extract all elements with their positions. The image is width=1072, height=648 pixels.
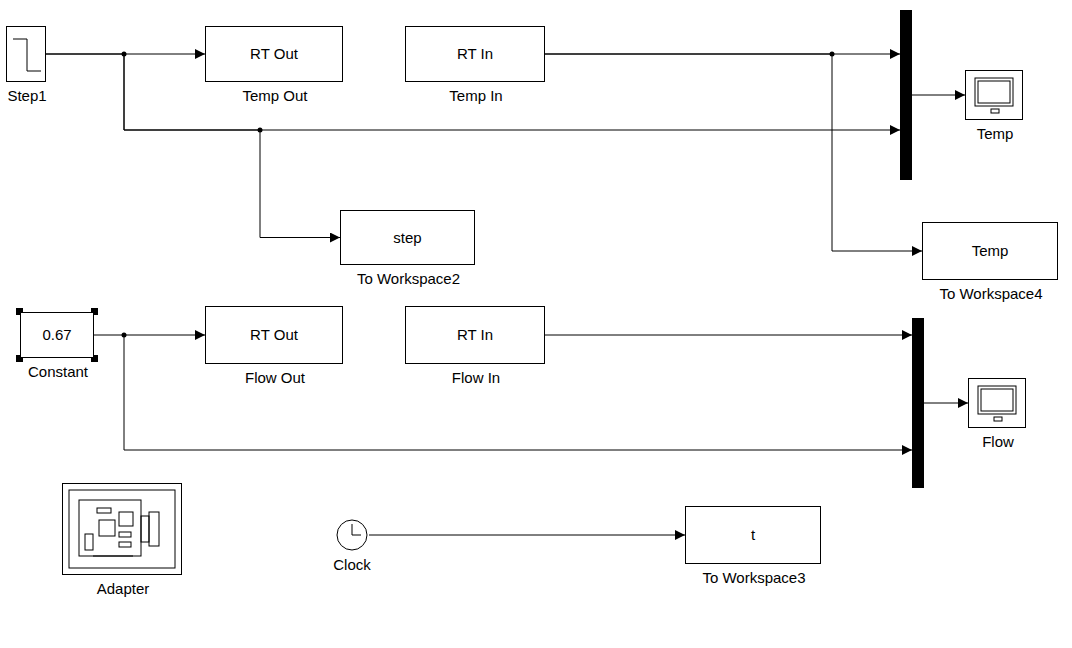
scope-icon — [969, 379, 1027, 429]
block-name-label: Flow In — [452, 369, 500, 386]
step-source-block: Step1 — [6, 26, 46, 82]
block-name-label: Temp — [977, 125, 1014, 142]
block-text: RT Out — [250, 45, 298, 62]
rt-in-block: RT InTemp In — [405, 26, 545, 82]
scope-block: Temp — [965, 70, 1023, 120]
constant-block: 0.67Constant — [20, 312, 94, 358]
signal-wire — [545, 335, 912, 336]
rt-out-block: RT OutFlow Out — [205, 306, 343, 364]
block-text: RT In — [457, 326, 493, 343]
block-name-label: To Workspace2 — [357, 270, 460, 287]
clock-icon — [335, 518, 369, 552]
block-text: 0.67 — [42, 326, 71, 343]
block-name-label: To Workspace3 — [702, 569, 805, 586]
adapter-card-icon — [63, 484, 183, 576]
block-text: step — [393, 229, 421, 246]
signal-line — [545, 54, 922, 251]
scope-icon — [966, 71, 1024, 121]
block-text: t — [751, 526, 755, 543]
block-name-label: Step1 — [7, 87, 46, 104]
block-name-label: To Workspace4 — [939, 285, 1042, 302]
block-text: Temp — [972, 242, 1009, 259]
mux-bar — [900, 10, 912, 180]
block-text: RT Out — [250, 326, 298, 343]
to-workspace-block: stepTo Workspace2 — [340, 210, 475, 265]
scope-block: Flow — [968, 378, 1026, 428]
block-name-label: Flow Out — [245, 369, 305, 386]
mux-bar — [912, 318, 924, 488]
step-icon — [7, 27, 47, 83]
block-name-label: Constant — [28, 363, 88, 380]
rt-in-block: RT InFlow In — [405, 306, 545, 364]
to-workspace-block: tTo Workspace3 — [685, 506, 821, 564]
block-name-label: Adapter — [97, 580, 150, 597]
signal-line — [94, 335, 205, 336]
adapter-block: Adapter — [62, 483, 182, 575]
signal-line — [369, 535, 685, 536]
to-workspace-block: TempTo Workspace4 — [922, 222, 1058, 280]
clock-block: Clock — [335, 518, 369, 552]
signal-wire — [912, 95, 965, 96]
block-name-label: Flow — [982, 433, 1014, 450]
signal-wire — [924, 403, 968, 404]
block-name-label: Temp Out — [242, 87, 307, 104]
rt-out-block: RT OutTemp Out — [205, 26, 343, 82]
block-name-label: Temp In — [449, 87, 502, 104]
block-name-label: Clock — [333, 556, 371, 573]
block-text: RT In — [457, 45, 493, 62]
